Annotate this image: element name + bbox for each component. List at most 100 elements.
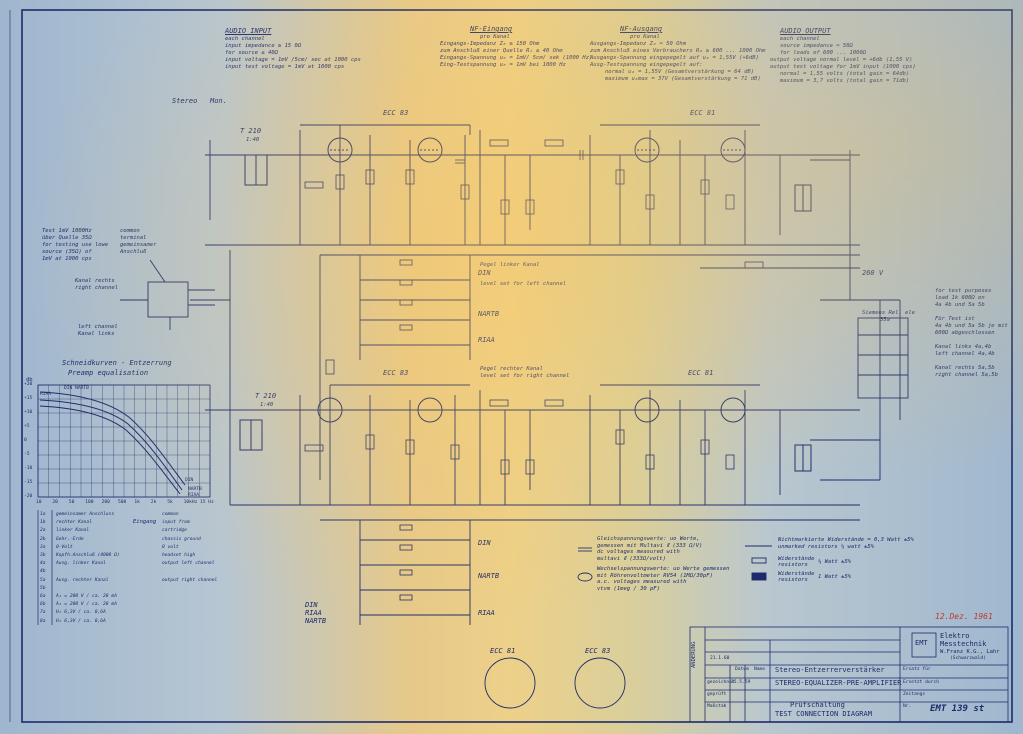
- tb-field: Ersatz für: [903, 667, 931, 672]
- tb-date: 25.5.59: [731, 680, 751, 685]
- stereo-label: Stereo: [172, 97, 198, 105]
- eq-chart-grid: [37, 384, 211, 498]
- pegel-bot-en: level set for right channel: [480, 373, 570, 379]
- meas-symbols: [577, 545, 772, 582]
- relais-label: 35a: [880, 317, 890, 323]
- eq-chart-curves: [39, 391, 186, 495]
- mode-nartb-top: NARTB: [478, 310, 500, 318]
- eq-x-tick: 2k: [150, 500, 157, 505]
- eq-x-tick: 500: [118, 500, 127, 505]
- pegel-bot: Pegel rechter Kanal: [480, 366, 543, 372]
- switch-riaa: RIAA: [305, 609, 322, 617]
- eq-curve-label: RIAA: [188, 493, 200, 498]
- eq-x-tick: 50: [68, 500, 75, 505]
- right-note-line: right channel 5a,5b: [935, 372, 998, 378]
- legend-de: linker Kanal: [56, 528, 90, 534]
- test-note: über Quelle 35Ω: [42, 235, 92, 241]
- legend-de: A₁ = 200 V / ca. 28 mA: [56, 594, 117, 599]
- eq-y-tick: -5: [24, 452, 30, 457]
- eq-x-tick: 10: [36, 500, 42, 505]
- nf-ausgang-line: Ausgangs-Spannung eingepegelt auf uₐ = 1…: [590, 55, 759, 61]
- title-block-grid: [689, 626, 1009, 723]
- legend-de: A₂ = 200 V / ca. 28 mA: [56, 602, 117, 608]
- eq-x-tick: 100: [85, 500, 94, 505]
- audio-input-line: input test voltage = 1mV at 1000 cps: [225, 64, 345, 70]
- legend-de: H₁ 6,3V / ca. 0,6A: [56, 610, 106, 616]
- mode-riaa-bot: RIAA: [478, 609, 495, 617]
- nf-ausgang-line: maximum uₐmax = 37V (Gesamtverstärkung =…: [605, 76, 761, 82]
- legend-en: output left channel: [162, 561, 215, 567]
- dc-note: multavi Ⅱ (333Ω/volt): [597, 555, 666, 562]
- legend-de: 0-Volt: [56, 544, 73, 550]
- nf-eingang-line: Eingangs-Impedanz Zₑ ≳ 150 Ohm: [440, 41, 540, 47]
- socket-label-ecc83: ECC 83: [585, 647, 611, 655]
- ac-note: Wechselspannungswerte: uo Werte gemessen: [597, 566, 730, 572]
- eq-curve-riaa: [39, 405, 181, 495]
- eq-y-tick: -15: [24, 480, 33, 485]
- eq-curve-label: RIAA: [40, 392, 52, 397]
- supply-label: 260 V: [862, 269, 884, 277]
- legend-pin: 1b: [40, 520, 46, 526]
- drawing-number: EMT 139 st: [930, 704, 985, 714]
- resistor-note: unmarked resistors ⅓ watt ±5%: [778, 544, 875, 550]
- tube-label-bot-1: ECC 83: [383, 369, 409, 377]
- right-note-line: Für Test ist: [935, 316, 975, 322]
- legend-pin: 4b: [40, 569, 46, 575]
- legend-pin: 3b: [40, 553, 46, 558]
- mode-riaa-top: RIAA: [478, 336, 495, 344]
- mon-label: Mon.: [210, 97, 227, 105]
- legend-pin: 6b: [40, 602, 46, 608]
- common-note: gemeinsamer: [120, 242, 157, 248]
- test-note: for testing use lowe: [42, 242, 109, 248]
- legend-pin: 1a: [40, 512, 46, 517]
- legend-en: headset high: [162, 553, 196, 558]
- bottom-tube-symbols: [317, 397, 746, 423]
- audio-output-line: for loads of 600 ... 1000Ω: [780, 50, 867, 56]
- resistor-note: Widerstände: [778, 556, 815, 562]
- eq-y-tick: -20: [24, 494, 33, 499]
- audio-output-line: source impedance ≈ 50Ω: [780, 43, 853, 49]
- mode-nartb-bot: NARTB: [478, 572, 500, 580]
- tb-row-header: Datum: [735, 667, 749, 672]
- eq-y-tick: 0: [24, 438, 27, 443]
- transformer-top-ratio: 1:40: [246, 137, 260, 143]
- tb-row-header: gezeichnet: [707, 680, 735, 685]
- title-en: STEREO-EQUALIZER-PRE-AMPLIFIER: [775, 679, 902, 687]
- eq-y-tick: -10: [24, 466, 33, 471]
- tb-row-header: geprüft: [707, 692, 727, 697]
- legend-pin: 2b: [40, 536, 46, 542]
- audio-input-line: input impedance ≳ 15 0Ω: [225, 43, 302, 49]
- nf-eingang-line: zum Anschluß einer Quelle Rᵢ ≤ 40 Ohm: [440, 48, 563, 54]
- eq-chart-title: Schneidkurven - Entzerrung: [62, 359, 172, 367]
- legend-pin: 5b: [40, 585, 46, 591]
- common-note: common: [120, 228, 140, 234]
- eq-y-tick: +20: [24, 382, 33, 387]
- top-transformer: [244, 154, 812, 212]
- company-line: Messtechnik: [940, 640, 987, 648]
- audio-output-line: normal = 1,55 volts (total gain = 64db): [780, 71, 910, 77]
- kanal-rechts: right channel: [75, 285, 119, 291]
- tb-row-header: Maßstab: [707, 704, 727, 709]
- legend-pin: 3a: [40, 544, 46, 550]
- right-note-line: Kanal links 4a,4b: [935, 344, 992, 350]
- right-note-line: left channel 4a,4b: [935, 351, 995, 357]
- kanal-links: Kanal links: [78, 331, 115, 337]
- ac-note: a.c. voltages measured with: [597, 579, 687, 585]
- emt-logo: EMT: [915, 639, 928, 647]
- tb-field: Zeitangs: [903, 692, 926, 697]
- nf-eingang-line: pro Kanal: [480, 34, 510, 40]
- relais-label: Siemens Rel. ele: [862, 310, 915, 316]
- transformer-bot-ratio: 1:40: [260, 402, 274, 408]
- legend-en: output right channel: [162, 577, 218, 583]
- nf-eingang-heading: NF-Eingang: [470, 25, 513, 33]
- tb-date: 21.1.60: [710, 656, 730, 661]
- resistor-note: Nichtmarkierte Widerstände = 0,3 Watt ±5…: [778, 537, 914, 543]
- pegel-top-en: level set for left channel: [480, 281, 567, 287]
- dc-note: dc voltages measured with: [597, 549, 680, 555]
- right-note-line: 4a 4b und 5a 5b: [935, 302, 985, 308]
- top-channel-wiring: [205, 124, 860, 480]
- audio-output-line: output test voltage for 1mV input (1000 …: [770, 64, 916, 70]
- title-side-label: ÄNDERUNG: [691, 641, 697, 669]
- eq-x-tick: 15 Hz: [200, 500, 214, 505]
